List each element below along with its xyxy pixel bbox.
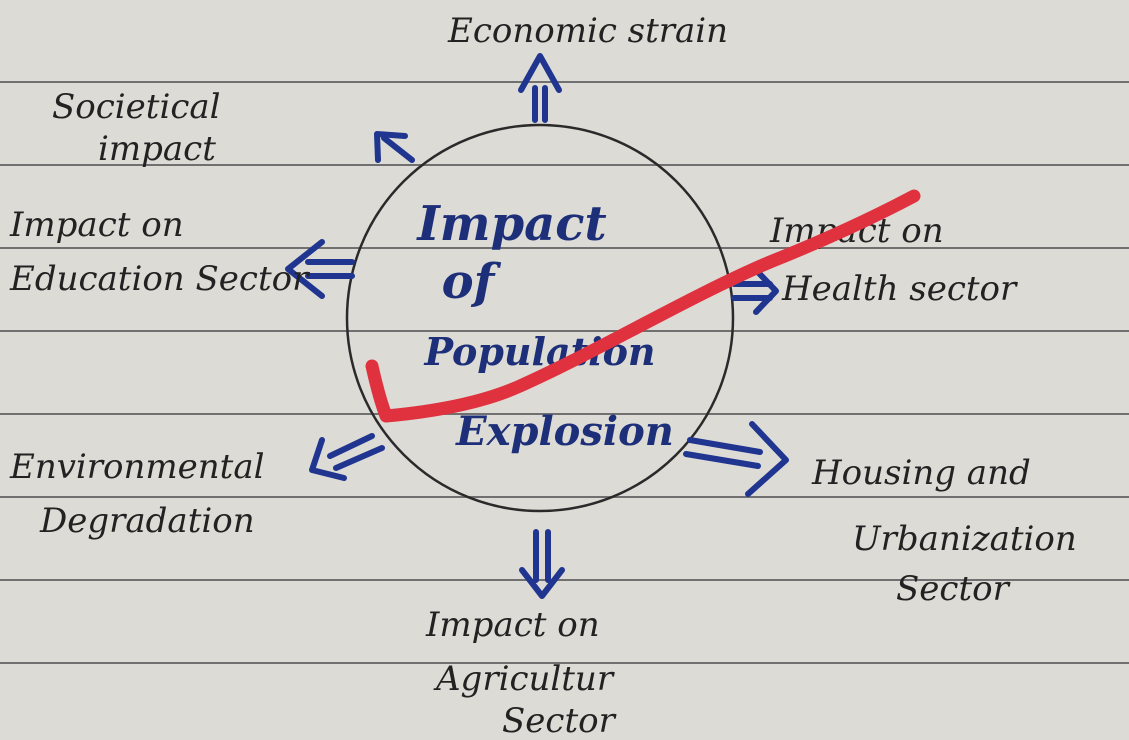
arrow-down <box>519 529 565 599</box>
center-circle <box>345 123 735 513</box>
label-environmental-1: Environmental <box>9 447 265 487</box>
label-agriculture-1: Impact on <box>425 605 600 645</box>
red-check-mark <box>365 189 921 423</box>
label-housing-2: Urbanization <box>852 519 1077 559</box>
label-education-1: Impact on <box>9 205 184 245</box>
center-title-line-1: Impact <box>415 196 606 252</box>
arrow-down-right <box>683 421 789 497</box>
arrow-right <box>731 267 779 315</box>
label-health-2: Health sector <box>781 269 1018 309</box>
arrow-down-left <box>309 433 385 481</box>
label-societical-1: Societical <box>52 87 221 127</box>
label-agriculture-2: Agricultur <box>433 659 615 699</box>
label-housing-3: Sector <box>896 569 1011 609</box>
label-economic-strain: Economic strain <box>447 11 728 51</box>
arrow-up-left <box>374 131 415 163</box>
label-societical-2: impact <box>98 129 216 169</box>
label-housing-1: Housing and <box>811 453 1031 493</box>
label-education-2: Education Sector <box>9 259 310 299</box>
center-title-line-4: Explosion <box>455 408 674 455</box>
arrow-up <box>518 53 562 123</box>
center-title-line-2: of <box>442 254 502 310</box>
label-agriculture-3: Sector <box>502 701 617 740</box>
arrow-left <box>285 239 355 299</box>
label-environmental-2: Degradation <box>39 501 255 541</box>
